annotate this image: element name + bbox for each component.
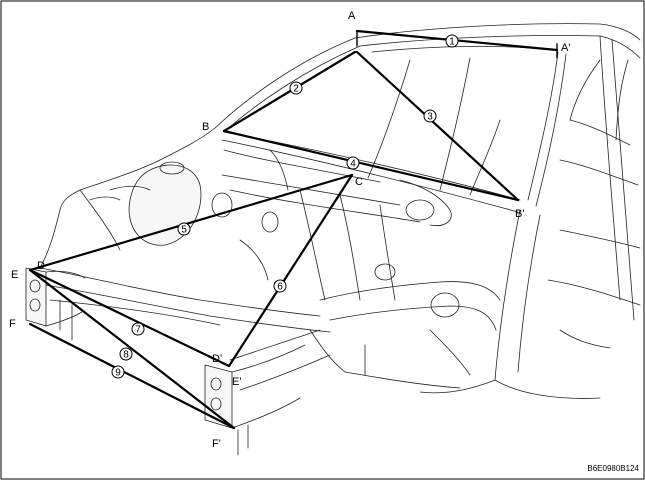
dimension-number-2: 2 [293,84,299,95]
dimension-line-5 [28,173,354,272]
point-label-c: C [355,176,363,188]
dimension-number-4: 4 [350,159,356,170]
dimension-line-3 [355,50,520,202]
point-label-e: E [11,269,18,281]
dimension-line-7 [28,268,231,368]
point-label-e-prime: E' [232,376,241,388]
dimension-number-7: 7 [135,325,141,336]
dimension-line-6 [227,173,354,368]
point-label-d: D [37,260,45,272]
dimension-line-8 [28,268,236,430]
dimension-line-9 [28,322,236,430]
point-label-f: F [9,318,16,330]
point-label-b: B [202,121,209,133]
point-label-a: A [348,10,356,22]
dimension-number-5: 5 [181,225,187,236]
point-label-a-prime: A' [561,42,570,54]
dimension-line-2 [222,50,357,133]
dimension-number-1: 1 [449,37,455,48]
dimension-number-9: 9 [115,368,121,379]
figure-reference-code: B6E0980B124 [587,464,639,473]
dimension-number-6: 6 [277,282,283,293]
point-label-b-prime: B' [515,208,524,220]
point-label-f-prime: F' [212,438,221,450]
dimension-line-4 [222,129,520,202]
dimension-number-8: 8 [123,350,129,361]
point-label-d-prime: D' [212,353,222,365]
point-labels: A A' B B' C D D' E E' F F' [9,10,570,450]
dimension-number-3: 3 [427,112,433,123]
measurement-lines [28,29,559,430]
dimension-markers: 1 2 3 4 5 6 7 8 9 [111,34,459,379]
car-body-illustration [25,23,641,456]
